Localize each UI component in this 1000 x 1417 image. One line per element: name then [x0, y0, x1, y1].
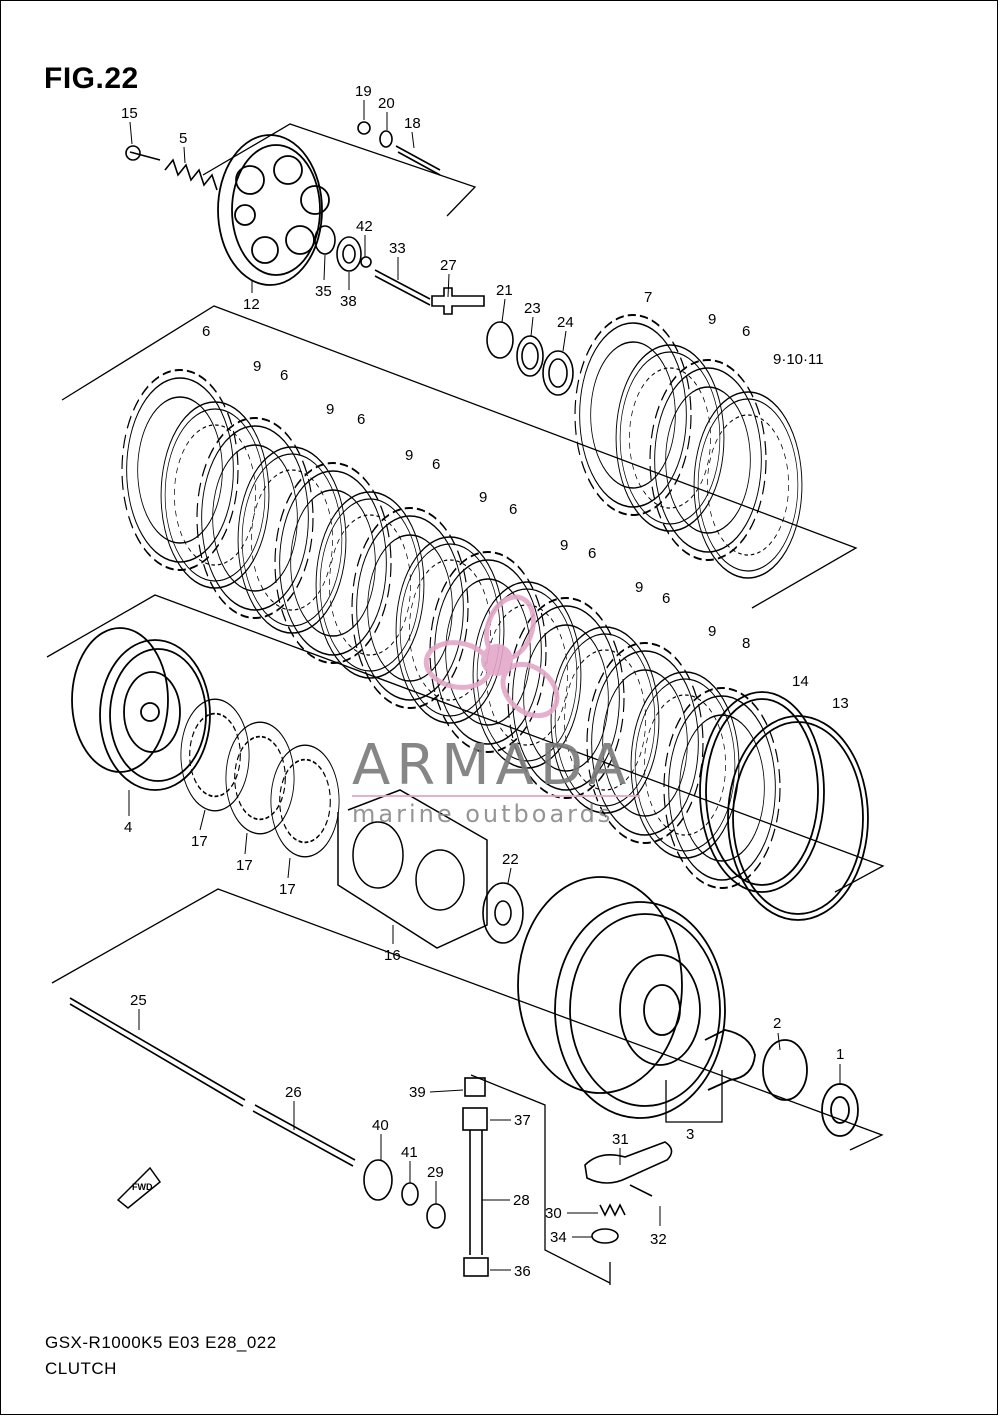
figure-title: FIG.22 — [44, 62, 139, 95]
part-label-8: 8 — [742, 635, 750, 652]
model-code: GSX-R1000K5 E03 E28_022 — [45, 1333, 277, 1352]
part-label-6c: 6 — [280, 367, 288, 384]
part-label-3: 3 — [686, 1126, 694, 1143]
primary-driven-gear — [517, 876, 859, 1137]
springs-and-bolts — [125, 121, 574, 396]
part-label-35: 35 — [315, 283, 332, 300]
guide-lines — [46, 123, 885, 1285]
part-label-41: 41 — [401, 1144, 418, 1161]
part-label-26: 26 — [285, 1084, 302, 1101]
part-label-18: 18 — [404, 115, 421, 132]
part-label-9b: 9 — [253, 358, 261, 375]
part-label-9e: 9 — [479, 489, 487, 506]
cam-kit — [337, 789, 488, 949]
fwd-label: FWD — [132, 1182, 153, 1192]
part-label-7: 7 — [644, 289, 652, 306]
part-label-27: 27 — [440, 257, 457, 274]
part-label-5: 5 — [179, 130, 187, 147]
part-label-4: 4 — [124, 819, 132, 836]
watermark-brand: ARMADA — [352, 733, 632, 798]
clutch-plate-stack-upper — [574, 314, 803, 579]
part-label-6f: 6 — [509, 501, 517, 518]
part-label-6b: 6 — [202, 323, 210, 340]
part-label-34: 34 — [550, 1229, 567, 1246]
part-label-17c: 17 — [279, 881, 296, 898]
part-label-14: 14 — [792, 673, 809, 690]
part-label-13: 13 — [832, 695, 849, 712]
part-label-28: 28 — [513, 1192, 530, 1209]
part-label-9d: 9 — [405, 447, 413, 464]
push-rods-and-shaft — [69, 997, 673, 1277]
watermark-tagline: marine outboards — [352, 800, 613, 828]
part-label-12: 12 — [243, 296, 260, 313]
part-label-9c: 9 — [326, 401, 334, 418]
part-label-6a: 6 — [742, 323, 750, 340]
part-label-9f: 9 — [560, 537, 568, 554]
pressure-plate — [217, 134, 330, 286]
part-label-37: 37 — [514, 1112, 531, 1129]
part-label-25: 25 — [130, 992, 147, 1009]
part-label-22: 22 — [502, 851, 519, 868]
part-label-6e: 6 — [432, 456, 440, 473]
washer — [482, 882, 524, 944]
part-label-40: 40 — [372, 1117, 389, 1134]
part-label-1: 1 — [836, 1046, 844, 1063]
part-label-19: 19 — [355, 83, 372, 100]
part-label-2: 2 — [773, 1015, 781, 1032]
part-label-6h: 6 — [662, 590, 670, 607]
part-label-9h: 9 — [708, 623, 716, 640]
leader-lines — [128, 100, 841, 1271]
part-label-33: 33 — [389, 240, 406, 257]
fwd-arrow-icon: FWD — [116, 1166, 162, 1209]
part-labels: 15 5 19 20 18 42 33 27 21 23 24 12 35 38… — [121, 83, 849, 1280]
part-label-17a: 17 — [191, 833, 208, 850]
part-label-9a: 9 — [708, 311, 716, 328]
wire-rings — [699, 691, 869, 921]
part-label-38: 38 — [340, 293, 357, 310]
part-label-42: 42 — [356, 218, 373, 235]
watermark-logo: ARMADA marine outboards — [352, 594, 640, 828]
part-label-15: 15 — [121, 105, 138, 122]
clutch-hub — [71, 627, 211, 791]
part-label-29: 29 — [427, 1164, 444, 1181]
part-label-36: 36 — [514, 1263, 531, 1280]
part-label-17b: 17 — [236, 857, 253, 874]
part-label-30: 30 — [545, 1205, 562, 1222]
part-label-20: 20 — [378, 95, 395, 112]
part-label-24: 24 — [557, 314, 574, 331]
part-label-16: 16 — [384, 947, 401, 964]
part-label-9-10-11: 9·10·11 — [773, 351, 824, 368]
part-label-23: 23 — [524, 300, 541, 317]
part-label-31: 31 — [612, 1131, 629, 1148]
section-name: CLUTCH — [45, 1359, 117, 1378]
part-label-21: 21 — [496, 282, 513, 299]
part-label-6g: 6 — [588, 545, 596, 562]
part-label-6d: 6 — [357, 411, 365, 428]
part-label-39: 39 — [409, 1084, 426, 1101]
part-label-32: 32 — [650, 1231, 667, 1248]
part-label-9g: 9 — [635, 579, 643, 596]
